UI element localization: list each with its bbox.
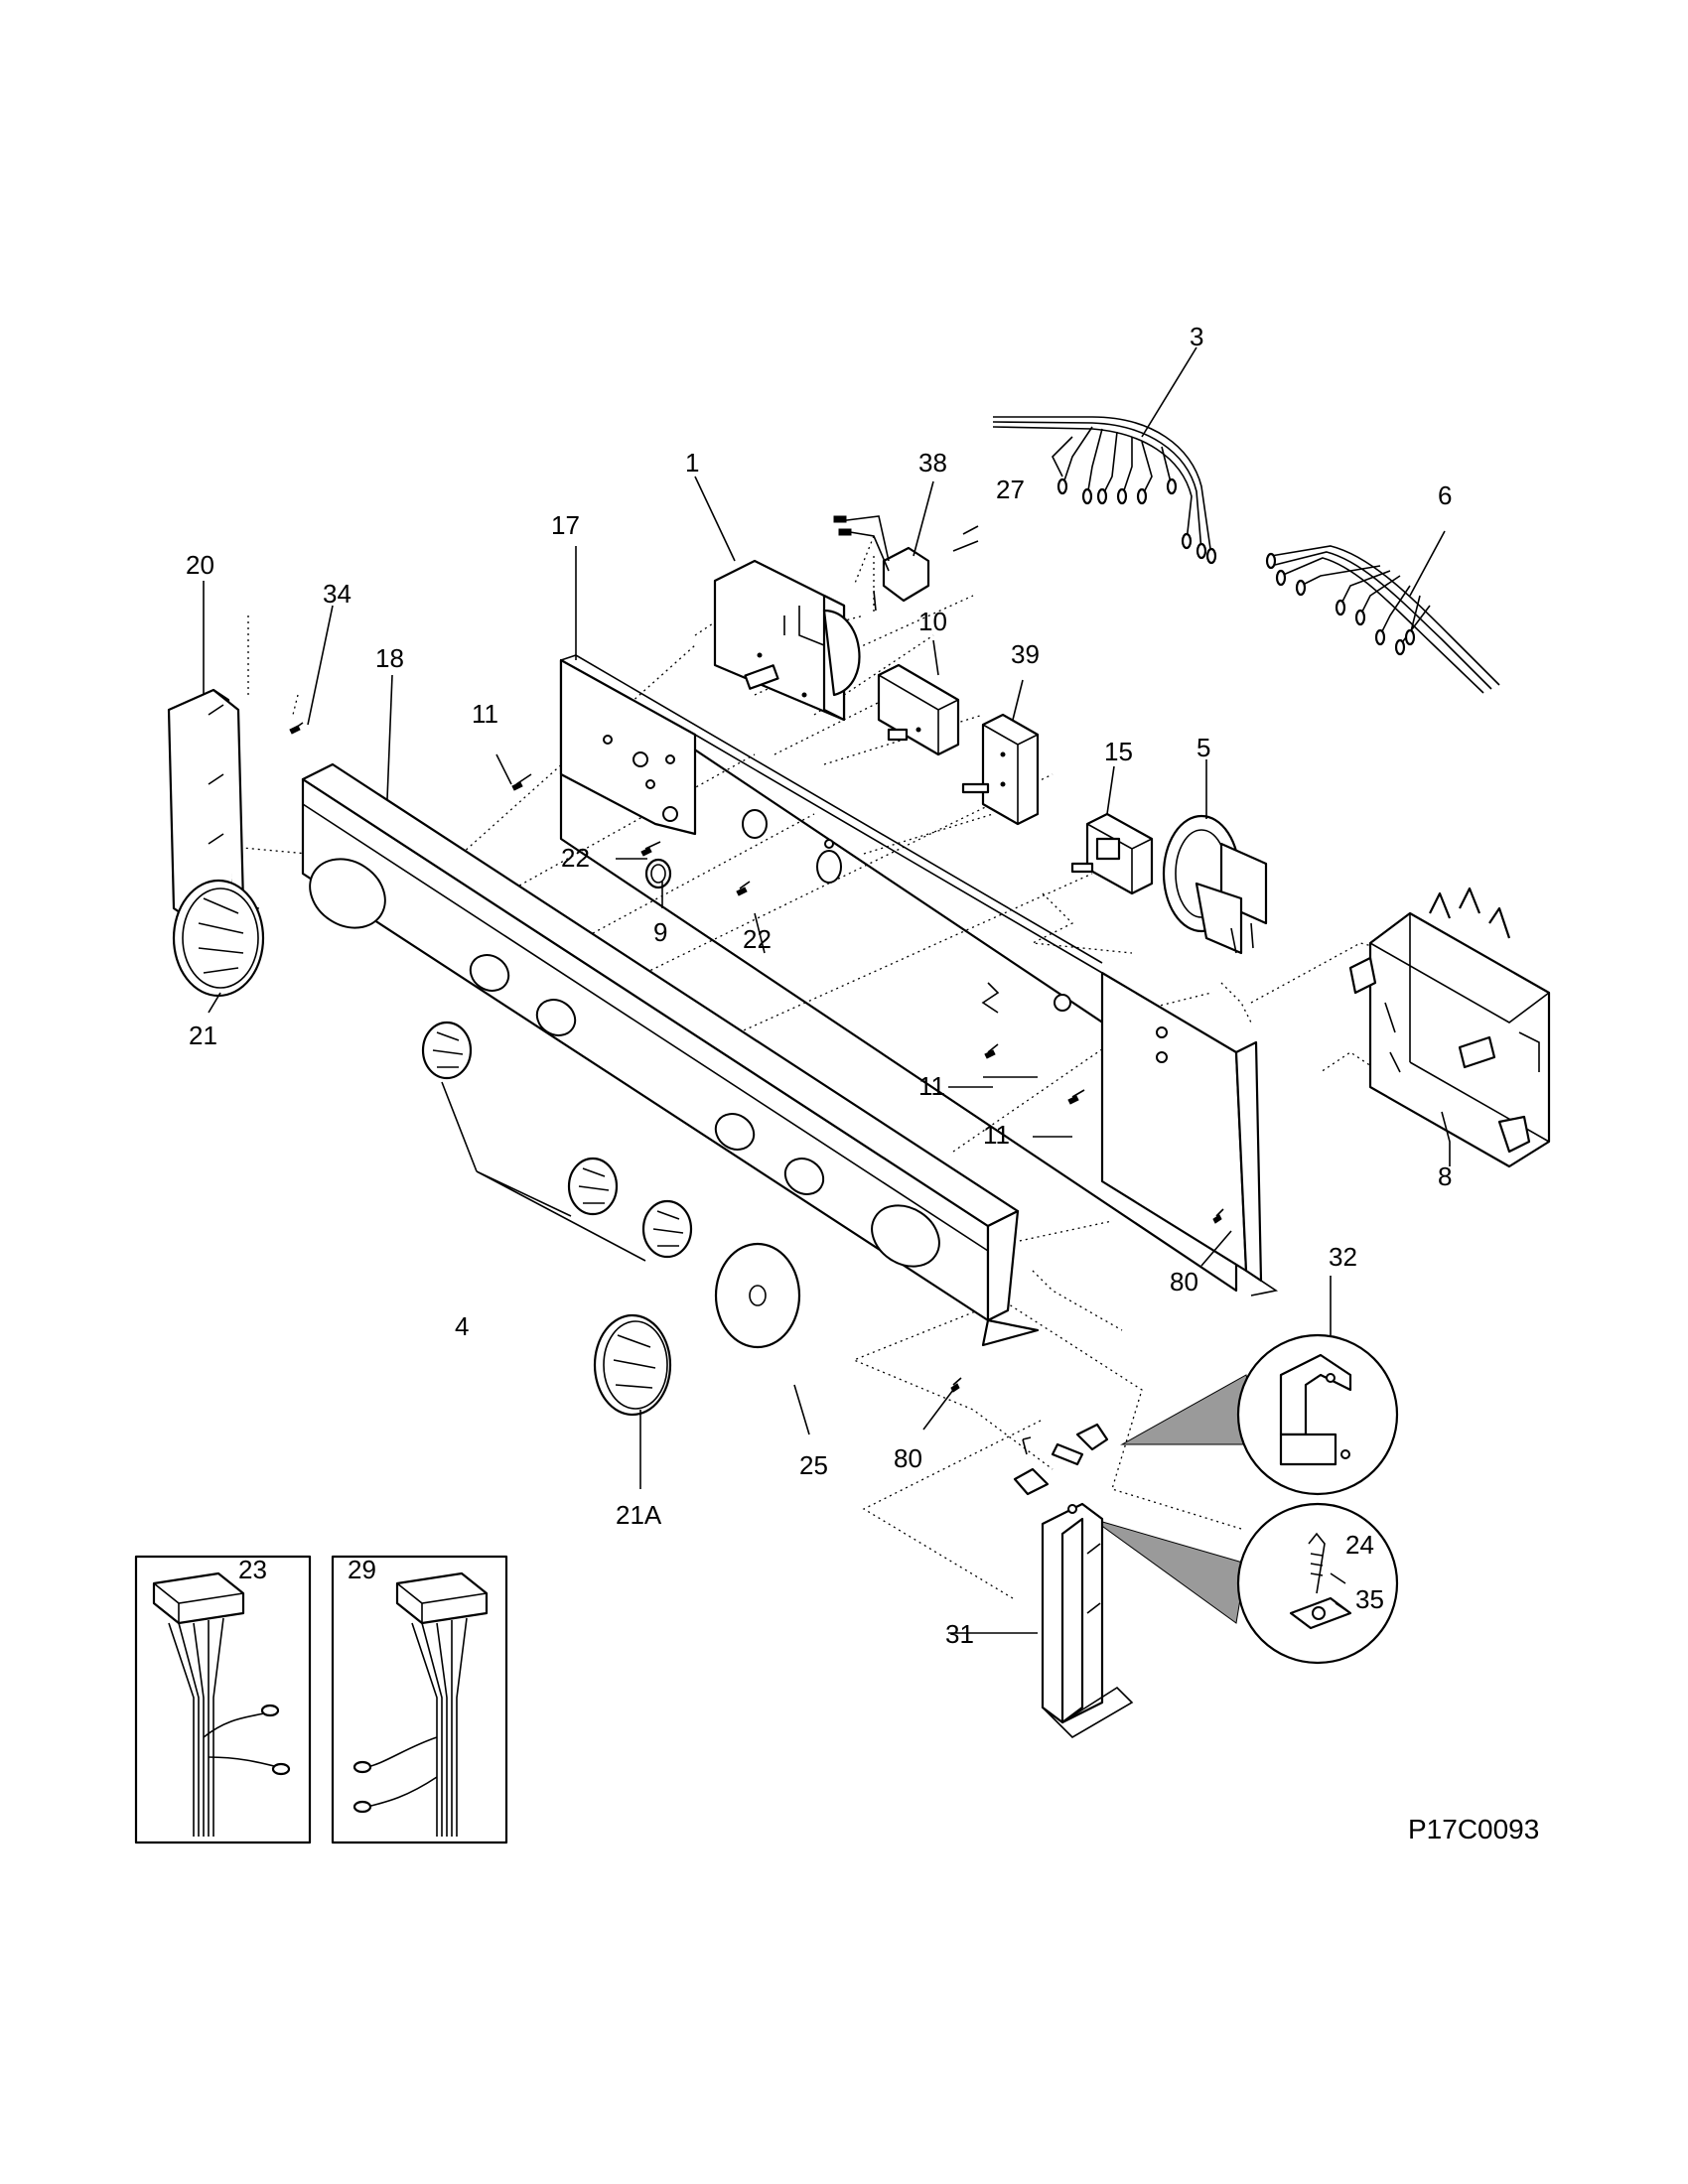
callout-9: 9 — [653, 917, 667, 947]
switch-39 — [961, 713, 1040, 826]
callout-80b: 80 — [894, 1443, 922, 1473]
callout-29: 29 — [348, 1555, 376, 1584]
rear-control-panel — [559, 654, 1279, 1297]
knobs — [172, 879, 801, 1417]
callout-8: 8 — [1438, 1161, 1452, 1191]
callout-18: 18 — [375, 643, 404, 673]
diagram-code: P17C0093 — [1408, 1814, 1539, 1844]
callout-35: 35 — [1355, 1584, 1384, 1614]
switch-10 — [877, 663, 960, 756]
detail-screw-clip — [1013, 1436, 1399, 1665]
callout-31: 31 — [945, 1619, 974, 1649]
detail-bracket-32 — [1051, 1333, 1399, 1496]
pressure-switch-5 — [1162, 814, 1268, 955]
callout-21: 21 — [189, 1021, 217, 1050]
pushbutton-9 — [644, 858, 672, 889]
callout-6: 6 — [1438, 480, 1452, 510]
callout-39: 39 — [1011, 639, 1040, 669]
callout-4: 4 — [455, 1311, 469, 1341]
front-console-panel — [301, 762, 1040, 1347]
selector-switch-15 — [1070, 812, 1154, 895]
callout-22a: 22 — [561, 843, 590, 873]
callout-27: 27 — [996, 475, 1025, 504]
callout-20: 20 — [186, 550, 214, 580]
leader-lines — [203, 346, 1451, 1634]
switch-38 — [833, 515, 930, 612]
callout-23: 23 — [238, 1555, 267, 1584]
callout-80a: 80 — [1170, 1267, 1198, 1297]
inset-harness-29 — [331, 1555, 508, 1844]
callout-1: 1 — [685, 448, 699, 478]
wire-harness-6 — [1265, 545, 1500, 694]
callout-10: 10 — [918, 607, 947, 636]
callout-34: 34 — [323, 579, 352, 609]
callout-17: 17 — [551, 510, 580, 540]
callout-15: 15 — [1104, 737, 1133, 766]
inset-harness-23 — [134, 1555, 312, 1844]
callout-5: 5 — [1196, 733, 1210, 762]
callout-25: 25 — [799, 1450, 828, 1480]
timer — [713, 559, 861, 722]
callout-32: 32 — [1329, 1242, 1357, 1272]
callout-22b: 22 — [743, 924, 772, 954]
callout-labels: 1 3 4 5 6 8 9 10 11 11 11 15 17 18 20 21… — [186, 322, 1452, 1649]
end-cap-right — [1041, 1502, 1134, 1739]
callout-38: 38 — [918, 448, 947, 478]
callout-21A: 21A — [616, 1500, 662, 1530]
callout-24: 24 — [1345, 1530, 1374, 1560]
callout-11a: 11 — [472, 699, 498, 729]
callout-3: 3 — [1190, 322, 1203, 351]
control-module-8 — [1348, 887, 1551, 1168]
screw-set — [289, 525, 1224, 1393]
wire-harness-3 — [992, 416, 1217, 565]
callout-11b: 11 — [918, 1071, 945, 1101]
callout-11c: 11 — [983, 1120, 1010, 1150]
